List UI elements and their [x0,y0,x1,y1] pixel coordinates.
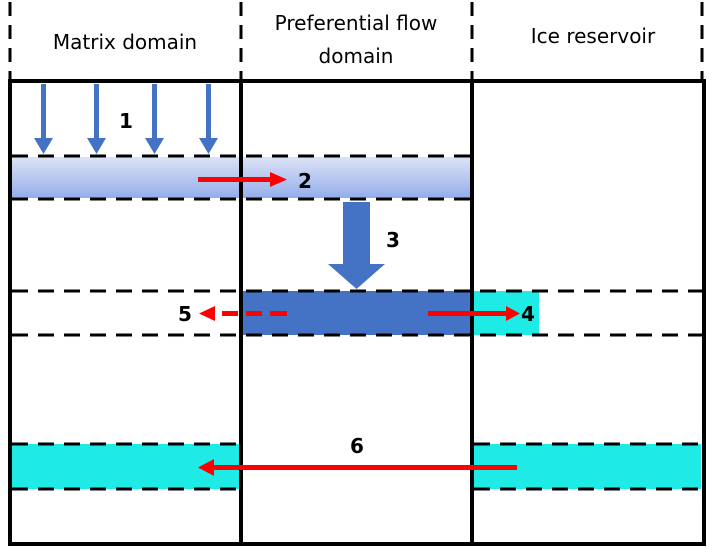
infiltration-arrow [87,84,106,154]
process-label-4: 4 [521,302,535,326]
exchange-arrow-2 [198,172,287,187]
column-header-ice: Ice reservoir [531,24,656,48]
column-header-preferential-line2: domain [319,44,394,68]
preferential-flow-arrow [328,202,385,289]
infiltration-arrow [199,84,218,154]
process-label-2: 2 [298,169,312,193]
process-label-1: 1 [119,109,133,133]
infiltration-arrow [145,84,164,154]
process-label-6: 6 [350,434,364,458]
exchange-arrow-4 [428,306,520,321]
header-separators [8,2,704,80]
process-label-5: 5 [178,302,192,326]
process-label-3: 3 [386,228,400,252]
exchange-arrow-5 [199,306,287,321]
column-header-preferential: Preferential flow [275,11,438,35]
infiltration-arrow [34,84,53,154]
column-header-matrix: Matrix domain [53,30,197,54]
layer-boundaries [12,154,702,491]
exchange-arrow-6 [198,459,517,476]
infiltration-arrows [34,84,218,154]
